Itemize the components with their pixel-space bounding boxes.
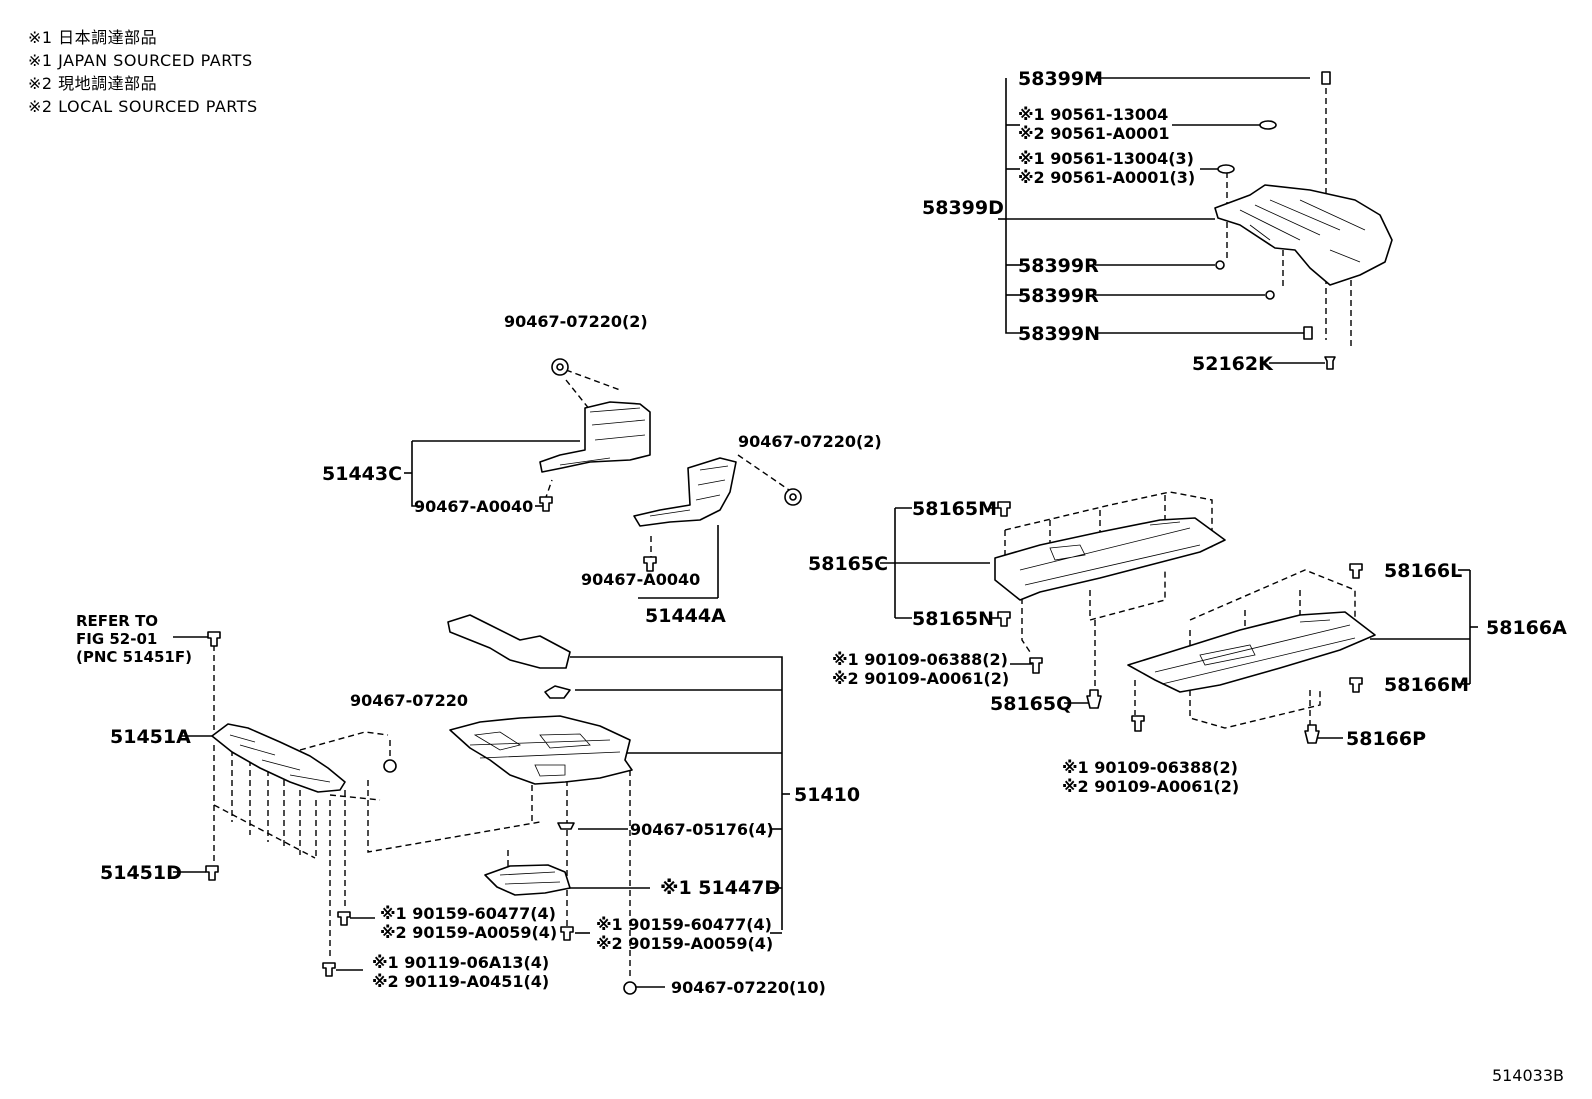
seal-plate-a [447, 614, 571, 669]
bolt-90109-b-icon [1131, 715, 1145, 732]
label-58166l: 58166L [1384, 560, 1462, 582]
label-51447d: ※1 51447D [660, 877, 780, 899]
label-58166a: 58166A [1486, 617, 1567, 639]
label-90467-05176: 90467-05176(4) [630, 820, 774, 839]
legend-line-3: ※2 現地調達部品 [28, 74, 158, 93]
nut-90561-b-icon [1217, 164, 1235, 174]
group-51443c-51444a [404, 358, 802, 599]
label-58399r-b: 58399R [1018, 285, 1099, 307]
label-51443c: 51443C [322, 463, 402, 485]
label-58165n: 58165N [912, 608, 994, 630]
label-90561-13004-b: ※1 90561-13004(3) [1018, 149, 1194, 168]
group-58165c-58166a [880, 491, 1478, 744]
clip-90467-07220-d-icon [623, 981, 637, 995]
engine-under-cover-58399d [1214, 184, 1393, 286]
label-90467-a0040-a: 90467-A0040 [414, 497, 533, 516]
label-90109-06388-a: ※1 90109-06388(2) [832, 650, 1008, 669]
sourcing-legend: ※1 日本調達部品 ※1 JAPAN SOURCED PARTS ※2 現地調達… [28, 26, 258, 118]
bolt-90159-b-icon [560, 926, 574, 941]
label-90159-60477-a: ※1 90159-60477(4) [380, 904, 556, 923]
clip-90467-07220-c-icon [383, 759, 397, 773]
group-51410 [447, 614, 790, 995]
bolt-90109-a-icon [1029, 657, 1043, 674]
label-90109-06388-b: ※1 90109-06388(2) [1062, 758, 1238, 777]
label-51451a: 51451A [110, 726, 191, 748]
label-51451d: 51451D [100, 862, 182, 884]
label-90109-a0061-b: ※2 90109-A0061(2) [1062, 777, 1239, 796]
label-58399d: 58399D [922, 197, 1004, 219]
nut-90561-icon [1259, 120, 1277, 130]
screw-52162k-icon [1324, 356, 1336, 370]
floor-cover-58166a [1127, 611, 1376, 693]
label-51410: 51410 [794, 784, 860, 806]
label-58166p: 58166P [1346, 728, 1426, 750]
group-51451a [173, 631, 541, 977]
label-58165m: 58165M [912, 498, 997, 520]
clip-90467-a0040-b-icon [643, 556, 657, 572]
label-58165q: 58165Q [990, 693, 1072, 715]
label-90119-06a13: ※1 90119-06A13(4) [372, 953, 549, 972]
bolt-90119-icon [322, 962, 336, 977]
label-58165c: 58165C [808, 553, 888, 575]
clip-58166m-icon [1349, 677, 1363, 693]
label-90467-07220-10: 90467-07220(10) [671, 978, 826, 997]
bolt-90159-a-icon [337, 911, 351, 926]
label-90159-a0059-b: ※2 90159-A0059(4) [596, 934, 773, 953]
clip-58399n-icon [1303, 326, 1313, 340]
label-58399r-a: 58399R [1018, 255, 1099, 277]
refer-line-1: REFER TO [76, 612, 158, 630]
label-90159-60477-b: ※1 90159-60477(4) [596, 915, 772, 934]
clip-58165m-icon [997, 501, 1011, 517]
mud-guard-51444a [633, 457, 737, 527]
clip-58165q-icon [1086, 689, 1102, 709]
legend-line-4: ※2 LOCAL SOURCED PARTS [28, 97, 258, 116]
label-90159-a0059-a: ※2 90159-A0059(4) [380, 923, 557, 942]
label-52162k: 52162K [1192, 353, 1274, 375]
refer-line-2: FIG 52-01 [76, 630, 157, 648]
label-90119-a0451: ※2 90119-A0451(4) [372, 972, 549, 991]
clip-90467-05176-icon [557, 822, 575, 830]
label-90467-07220-2a: 90467-07220(2) [504, 312, 648, 331]
mud-guard-51443c [539, 401, 651, 473]
clip-58399m-icon [1321, 71, 1331, 85]
label-90467-07220: 90467-07220 [350, 691, 468, 710]
floor-cover-58165c [994, 517, 1226, 601]
label-90561-a0001-a: ※2 90561-A0001 [1018, 124, 1169, 143]
legend-line-1: ※1 日本調達部品 [28, 28, 158, 47]
label-90467-a0040-b: 90467-A0040 [581, 570, 700, 589]
clip-refer-icon [207, 631, 221, 647]
refer-line-3: (PNC 51451F) [76, 648, 192, 666]
label-58399m: 58399M [1018, 68, 1103, 90]
engine-under-cover-51410 [449, 715, 633, 785]
diagram-code: 514033B [1491, 1066, 1564, 1085]
group-58399d [998, 71, 1393, 370]
clip-58399r-b-icon [1265, 290, 1275, 300]
label-90561-13004-a: ※1 90561-13004 [1018, 105, 1168, 124]
label-90467-07220-2b: 90467-07220(2) [738, 432, 882, 451]
clip-90467-a0040-a-icon [539, 496, 553, 512]
clip-58166l-icon [1349, 563, 1363, 579]
bolt-51451d-icon [205, 865, 219, 881]
clip-58165n-icon [997, 611, 1011, 627]
label-58166m: 58166M [1384, 674, 1469, 696]
seal-plate-b [544, 685, 571, 699]
insulator-51447d [484, 864, 571, 896]
clip-58166p-icon [1304, 724, 1320, 744]
legend-line-2: ※1 JAPAN SOURCED PARTS [28, 51, 253, 70]
clip-58399r-a-icon [1215, 260, 1225, 270]
label-51444a: 51444A [645, 605, 726, 627]
label-90561-a0001-b: ※2 90561-A0001(3) [1018, 168, 1195, 187]
label-90109-a0061-a: ※2 90109-A0061(2) [832, 669, 1009, 688]
under-cover-51451a [211, 723, 346, 793]
label-58399n: 58399N [1018, 323, 1100, 345]
